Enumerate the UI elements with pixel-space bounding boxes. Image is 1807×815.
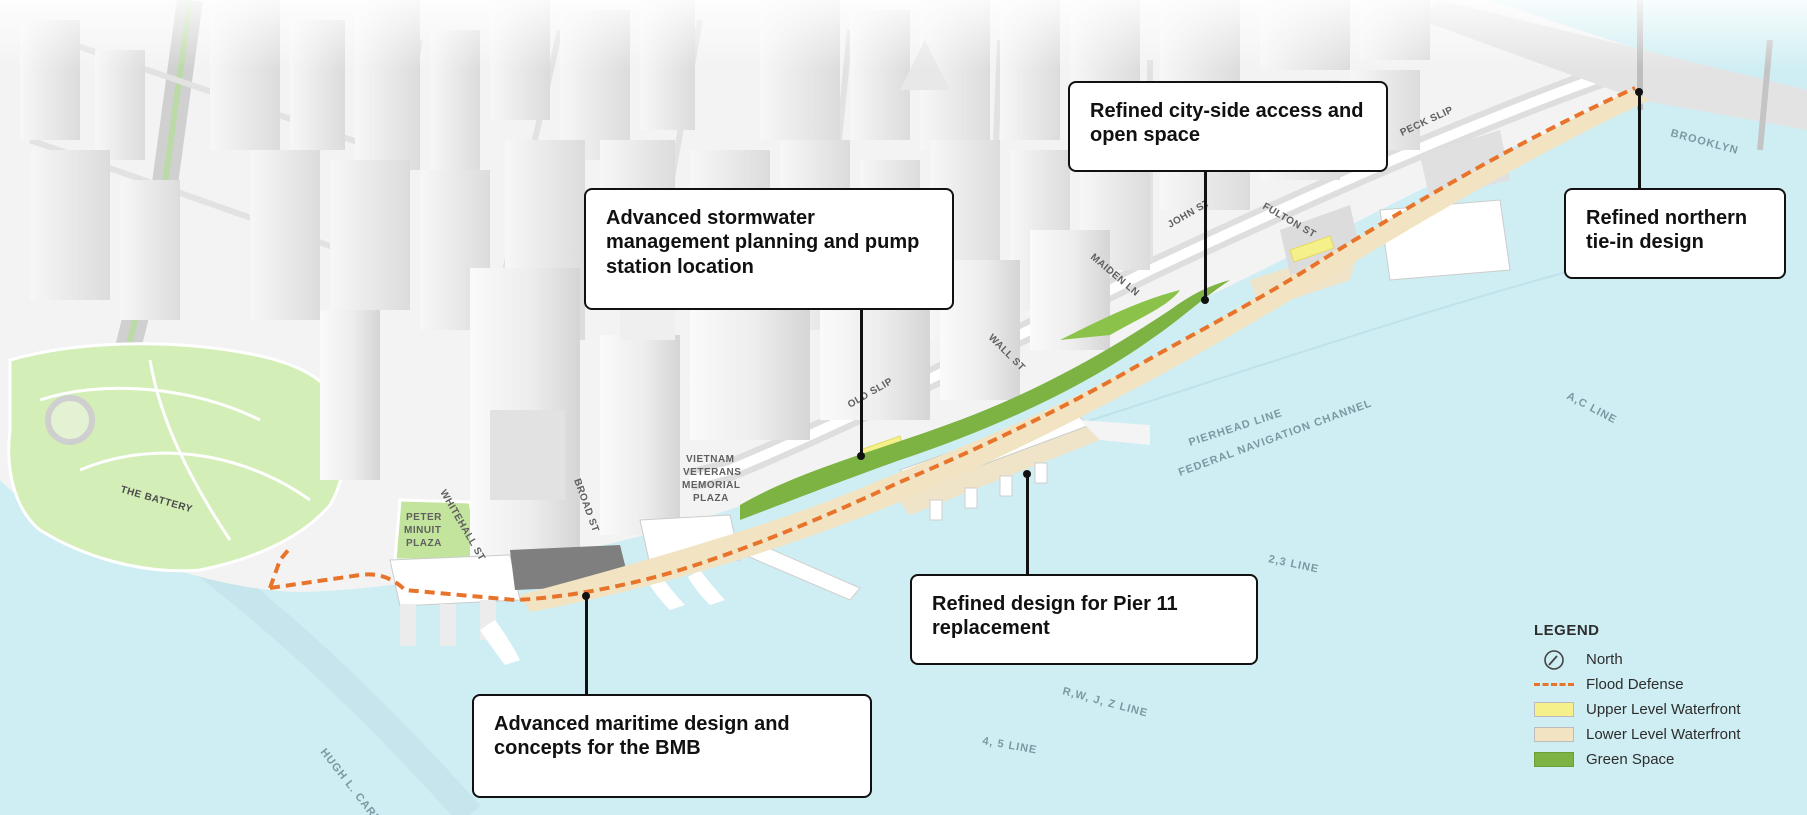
callout-northern-tie-in: Refined northern tie-in design <box>1564 188 1786 279</box>
legend-label-north: North <box>1586 651 1623 668</box>
callout-northern-text: Refined northern tie-in design <box>1586 207 1748 254</box>
map-legend: LEGEND North Flood Defense Upper Level W… <box>1534 622 1794 772</box>
leader-line-maritime <box>585 596 588 696</box>
callout-stormwater: Advanced stormwater management planning … <box>584 188 954 310</box>
leader-dot-stormwater <box>857 452 865 460</box>
flood-defense-line <box>269 86 1636 603</box>
battery-park <box>7 342 347 573</box>
leader-dot-pier11 <box>1023 470 1031 478</box>
leader-line-northern <box>1638 92 1641 190</box>
leader-dot-maritime <box>582 592 590 600</box>
callout-stormwater-text: Advanced stormwater management planning … <box>606 207 920 278</box>
map-label-vietnam-1: VIETNAM <box>686 454 735 465</box>
callout-maritime-design: Advanced maritime design and concepts fo… <box>472 694 872 798</box>
legend-item-flood-defense: Flood Defense <box>1534 672 1794 697</box>
leader-dot-city-side <box>1201 296 1209 304</box>
leader-line-stormwater <box>860 308 863 456</box>
map-label-peter-minuit-1: PETER <box>406 512 442 523</box>
legend-symbol-flood-defense <box>1534 683 1574 686</box>
lower-level-waterfront <box>520 90 1650 612</box>
legend-label-upper-waterfront: Upper Level Waterfront <box>1586 701 1741 718</box>
compass-icon <box>1534 649 1574 670</box>
legend-swatch-lower-waterfront <box>1534 727 1574 742</box>
legend-item-north: North <box>1534 647 1794 672</box>
callout-maritime-text: Advanced maritime design and concepts fo… <box>494 713 790 760</box>
callout-pier11-text: Refined design for Pier 11 replacement <box>932 593 1178 640</box>
legend-swatch-upper-waterfront <box>1534 702 1574 717</box>
legend-item-upper-waterfront: Upper Level Waterfront <box>1534 697 1794 722</box>
park-paths <box>39 359 311 541</box>
ferry-wake <box>191 548 481 815</box>
legend-label-lower-waterfront: Lower Level Waterfront <box>1586 726 1741 743</box>
leader-line-pier11 <box>1026 474 1029 574</box>
map-label-vietnam-2: VETERANS <box>683 467 741 478</box>
leader-dot-northern <box>1635 88 1643 96</box>
legend-item-green-space: Green Space <box>1534 747 1794 772</box>
legend-label-flood-defense: Flood Defense <box>1586 676 1684 693</box>
callout-city-side-access: Refined city-side access and open space <box>1068 81 1388 172</box>
callout-pier-11: Refined design for Pier 11 replacement <box>910 574 1258 665</box>
map-label-peter-minuit-2: MINUIT <box>404 525 441 536</box>
castle-clinton <box>45 395 95 445</box>
map-label-vietnam-4: PLAZA <box>693 493 729 504</box>
green-space <box>740 280 1230 520</box>
map-label-vietnam-3: MEMORIAL <box>682 480 740 491</box>
legend-title: LEGEND <box>1534 622 1600 639</box>
callout-city-side-text: Refined city-side access and open space <box>1090 100 1364 147</box>
leader-line-city-side <box>1204 170 1207 300</box>
legend-swatch-green-space <box>1534 752 1574 767</box>
legend-label-green-space: Green Space <box>1586 751 1675 768</box>
legend-item-lower-waterfront: Lower Level Waterfront <box>1534 722 1794 747</box>
map-label-peter-minuit-3: PLAZA <box>406 538 442 549</box>
